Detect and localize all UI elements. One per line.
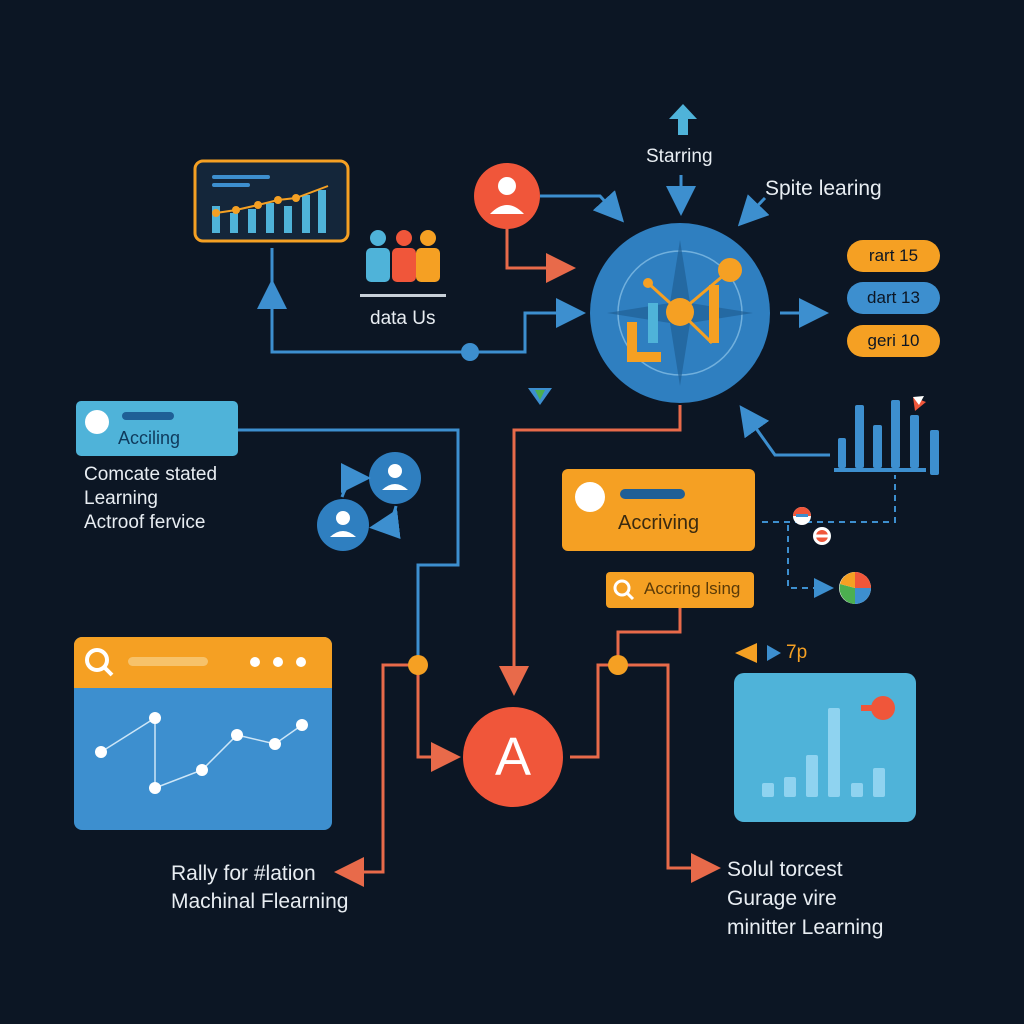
acciling-card[interactable] xyxy=(76,401,238,456)
up-arrow-icon xyxy=(669,104,697,135)
triangle-icon xyxy=(535,390,545,400)
hub-node[interactable] xyxy=(590,223,770,403)
tag-pill-geri[interactable]: geri 10 xyxy=(867,331,920,350)
people-group-icon xyxy=(360,230,446,297)
bottom-left-line-2: Machinal Flearning xyxy=(171,890,349,913)
left-text-line-1: Comcate stated xyxy=(84,464,218,485)
junction-dot xyxy=(408,655,428,675)
left-text-line-3: Actroof fervice xyxy=(84,512,206,533)
accriving-card[interactable] xyxy=(562,469,755,551)
spite-learning-label: Spite learing xyxy=(765,177,882,200)
connector-hub-down xyxy=(499,405,682,696)
connector-user-to-hub xyxy=(540,190,625,223)
pie-chart-icon xyxy=(839,572,871,604)
bottom-left-line-1: Rally for #lation xyxy=(171,862,316,885)
connector-acciling-red xyxy=(416,665,461,772)
search-icon xyxy=(85,648,114,677)
user-swap-icon xyxy=(317,452,421,551)
status-icon xyxy=(793,507,811,525)
user-icon[interactable] xyxy=(474,163,540,229)
connector-bottom-left xyxy=(334,663,418,887)
search-small-label: Accring lsing xyxy=(644,579,741,598)
bar-chart-panel[interactable] xyxy=(734,673,916,822)
center-node-label: A xyxy=(494,727,532,787)
connector-search-down xyxy=(616,608,682,665)
dashboard-chart-card[interactable] xyxy=(193,159,350,243)
speed-label: 7p xyxy=(786,642,808,663)
starring-label: Starring xyxy=(646,146,713,167)
status-icon xyxy=(813,527,831,545)
connector-spite xyxy=(737,194,770,227)
dot-icon xyxy=(250,657,260,667)
connector-bottom-right xyxy=(618,663,721,883)
playback-icon xyxy=(735,643,781,663)
center-node[interactable] xyxy=(463,707,563,807)
accriving-label: Accriving xyxy=(618,512,700,534)
search-icon xyxy=(613,579,635,601)
bar-chart-icon xyxy=(834,396,939,475)
connector-dashed-1 xyxy=(762,475,896,523)
acciling-label: Acciling xyxy=(118,428,181,448)
dot-icon xyxy=(296,657,306,667)
tag-pill-bg xyxy=(847,282,940,314)
connector-dashed-2 xyxy=(787,525,834,598)
left-text-line-2: Learning xyxy=(84,488,158,509)
bottom-right-line-3: minitter Learning xyxy=(727,916,884,939)
bottom-right-line-1: Solul torcest xyxy=(727,858,843,881)
tag-pill-bg xyxy=(847,325,940,357)
bottom-right-line-2: Gurage vire xyxy=(727,887,837,910)
junction-dot xyxy=(461,343,479,361)
team-label: data Us xyxy=(370,308,436,329)
search-bar-small[interactable] xyxy=(606,572,754,608)
tag-pill-bg xyxy=(847,240,940,272)
line-chart-panel[interactable] xyxy=(74,637,332,830)
dot-icon xyxy=(273,657,283,667)
tag-pill-dart[interactable]: dart 13 xyxy=(867,288,920,307)
connector-user-down xyxy=(505,228,576,283)
tag-pill-rart[interactable]: rart 15 xyxy=(868,246,919,265)
connector-center-right xyxy=(570,663,618,759)
junction-dot xyxy=(608,655,628,675)
network-chart-icon xyxy=(627,258,742,362)
connector-barchart-to-hub xyxy=(739,405,830,457)
